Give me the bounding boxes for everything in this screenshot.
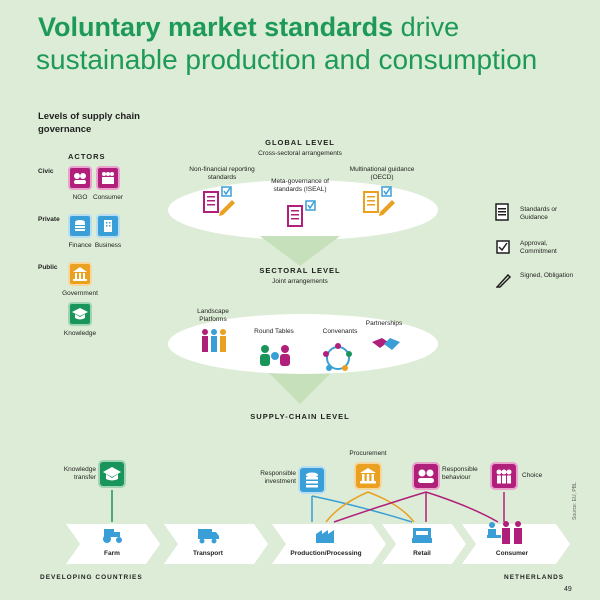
legend-approval-label: Approval, Commitment — [520, 240, 557, 255]
consumer-actor-label: Consumer — [93, 194, 123, 201]
procurement-icon — [354, 462, 382, 490]
funnel-arrow-2 — [260, 364, 340, 404]
finance-label: Finance — [68, 242, 92, 249]
global-heading: GLOBAL LEVEL — [265, 138, 335, 147]
standards-doc-icon-2 — [287, 200, 316, 227]
chain-farm: Farm — [104, 550, 120, 557]
finance-icon — [68, 214, 92, 238]
sectoral-heading: SECTORAL LEVEL — [259, 266, 341, 275]
choice-icon — [490, 462, 518, 490]
public-label: Public — [38, 264, 58, 271]
title-bold: Voluntary market standards — [38, 12, 394, 42]
knowledge-transfer-icon — [98, 460, 126, 488]
civic-label: Civic — [38, 168, 54, 175]
chain-consumer: Consumer — [495, 550, 529, 557]
page-subtitle: sustainable production and consumption — [36, 44, 538, 75]
truck-icon — [198, 529, 219, 544]
legend-signed-icon — [496, 273, 512, 288]
sectoral-item-convenants: Convenants — [322, 328, 358, 335]
round-tables-icon — [260, 345, 290, 366]
supply-heading: SUPPLY-CHAIN LEVEL — [250, 412, 350, 421]
global-item-oecd: Multinational guidance (OECD) — [349, 166, 415, 181]
knowledge-transfer-label: Knowledge transfer — [63, 466, 96, 481]
tractor-icon — [103, 529, 122, 543]
responsible-behaviour-label: Responsible behaviour — [442, 466, 478, 481]
consumer-actor-icon — [96, 166, 120, 190]
global-sub: Cross-sectoral arrangements — [258, 150, 342, 157]
page-title: Voluntary market standards drive — [38, 12, 459, 43]
procurement-label: Procurement — [349, 450, 387, 457]
business-icon — [96, 214, 120, 238]
sectoral-item-landscape: Landscape Platforms — [197, 308, 229, 323]
legend-standards-icon — [495, 203, 509, 221]
responsible-investment-label: Responsible investment — [260, 470, 296, 485]
government-label: Government — [62, 290, 98, 297]
convenants-circle-icon — [323, 343, 352, 371]
knowledge-label: Knowledge — [63, 330, 97, 337]
private-label: Private — [38, 216, 60, 223]
landscape-people-icon — [202, 329, 226, 352]
sectoral-item-roundtables: Round Tables — [254, 328, 294, 335]
sectoral-item-partnerships: Partnerships — [365, 320, 403, 327]
business-label: Business — [94, 242, 122, 249]
chain-retail: Retail — [413, 550, 431, 557]
retail-register-icon — [412, 528, 432, 543]
standards-doc-icon-3 — [363, 186, 395, 216]
choice-label: Choice — [522, 472, 543, 479]
chain-transport: Transport — [193, 550, 223, 557]
consumers-people-icon — [487, 521, 522, 544]
government-icon — [68, 262, 92, 286]
factory-icon — [316, 530, 334, 543]
footer-netherlands: NETHERLANDS — [504, 574, 565, 581]
global-item-iseal: Meta-governance of standards (ISEAL) — [271, 178, 329, 193]
funnel-arrow-1 — [260, 236, 340, 266]
legend-standards-label: Standards or Guidance — [520, 206, 558, 221]
actors-heading: ACTORS — [68, 152, 106, 161]
levels-heading: Levels of supply chain governance — [38, 111, 140, 135]
chain-production: Production/Processing — [290, 550, 362, 557]
partnerships-handshake-icon — [372, 338, 400, 350]
responsible-investment-icon — [298, 466, 326, 494]
page-number: 49 — [564, 586, 572, 593]
footer-developing: DEVELOPING COUNTRIES — [40, 574, 143, 581]
responsible-behaviour-icon — [412, 462, 440, 490]
ngo-icon — [68, 166, 92, 190]
source-note: Source: EU, PBL — [572, 482, 578, 520]
legend-signed-label: Signed, Obligation — [520, 272, 574, 279]
global-item-nonfinancial: Non-financial reporting standards — [189, 166, 255, 181]
standards-doc-icon-1 — [203, 186, 235, 216]
knowledge-icon — [68, 302, 92, 326]
ngo-label: NGO — [72, 194, 88, 201]
title-rest: drive — [393, 12, 460, 42]
sectoral-sub: Joint arrangements — [272, 278, 328, 285]
legend-approval-icon — [496, 240, 510, 254]
